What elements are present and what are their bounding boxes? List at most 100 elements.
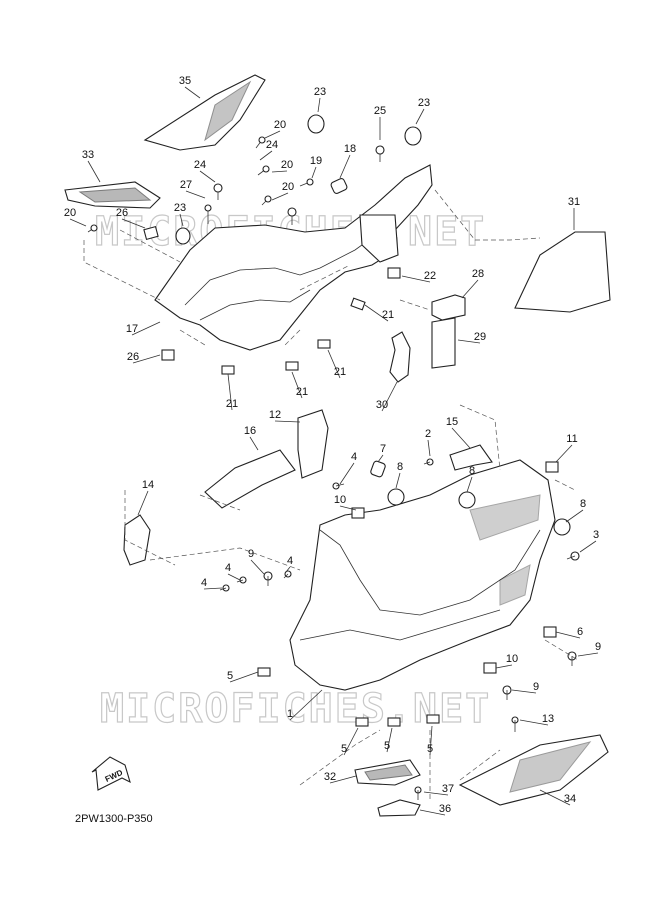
callout-number: 18 — [344, 143, 356, 155]
callout-number: 10 — [506, 653, 518, 665]
callout-4: 4 — [201, 577, 223, 590]
callout-leader — [381, 381, 398, 412]
part-8-grommet-b — [458, 491, 476, 509]
callout-leader — [227, 573, 241, 581]
callout-leader — [565, 509, 584, 523]
callout-leader — [339, 462, 355, 485]
part-1-inner-line — [319, 529, 541, 616]
callout-number: 23 — [174, 202, 186, 214]
callout-leader — [249, 436, 259, 451]
callout-32: 32 — [324, 771, 357, 784]
callout-22: 22 — [401, 270, 436, 283]
callout-number: 19 — [310, 155, 322, 167]
part-12 — [297, 409, 329, 479]
callout-20: 20 — [64, 207, 87, 227]
callout-leader — [311, 166, 317, 179]
callout-number: 29 — [474, 331, 486, 343]
callout-leader — [555, 444, 573, 463]
callout-number: 12 — [269, 409, 281, 421]
callout-leader — [579, 540, 597, 553]
callout-number: 36 — [439, 803, 451, 815]
callout-number: 25 — [374, 105, 386, 117]
callout-leader — [429, 725, 433, 756]
callout-20: 20 — [271, 181, 294, 201]
callout-number: 16 — [244, 425, 256, 437]
callout-28: 28 — [461, 268, 484, 299]
callout-5: 5 — [427, 725, 433, 756]
screws-upper — [87, 136, 385, 233]
callout-leader — [364, 304, 389, 322]
callout-23: 23 — [174, 202, 186, 227]
callout-leader — [227, 373, 233, 411]
callout-number: 3 — [593, 529, 599, 541]
callout-number: 33 — [82, 149, 94, 161]
callout-leader — [87, 160, 101, 183]
callout-number: 5 — [427, 743, 433, 755]
part-30 — [389, 331, 411, 383]
callout-number: 1 — [287, 708, 293, 720]
callout-leader — [419, 809, 446, 816]
callout-27: 27 — [180, 179, 206, 199]
callout-leader — [264, 130, 281, 139]
callout-number: 20 — [282, 181, 294, 193]
part-33-grille — [78, 187, 152, 203]
callout-4: 4 — [339, 451, 357, 485]
callout-leader — [271, 192, 289, 201]
callout-number: 20 — [281, 159, 293, 171]
callout-leader — [137, 490, 149, 516]
callout-leader — [329, 775, 357, 784]
callout-2: 2 — [425, 428, 431, 457]
clips-lower — [257, 461, 559, 727]
callout-leader — [259, 150, 273, 161]
part-18 — [330, 178, 348, 194]
callout-9: 9 — [248, 548, 265, 575]
callout-31: 31 — [568, 196, 580, 230]
callout-leader — [291, 371, 303, 399]
callout-34: 34 — [539, 789, 576, 806]
callout-leader — [289, 689, 323, 721]
callout-number: 14 — [142, 479, 154, 491]
callout-number: 5 — [384, 740, 390, 752]
diagram-code: 2PW1300-P350 — [75, 813, 153, 825]
callout-23: 23 — [314, 86, 326, 113]
part-31 — [514, 231, 611, 313]
callout-21: 21 — [291, 371, 308, 399]
callout-number: 13 — [542, 713, 554, 725]
callout-number: 9 — [595, 641, 601, 653]
callout-20: 20 — [271, 159, 293, 173]
callout-37: 37 — [423, 783, 454, 796]
callout-leader — [229, 671, 259, 683]
callout-5: 5 — [341, 727, 359, 756]
callout-number: 15 — [446, 416, 458, 428]
callout-25: 25 — [374, 105, 386, 140]
callout-8: 8 — [466, 465, 475, 493]
callout-1: 1 — [287, 689, 323, 721]
callout-leader — [461, 279, 479, 299]
callout-5: 5 — [384, 727, 393, 753]
callout-3: 3 — [579, 529, 599, 553]
callout-8: 8 — [565, 498, 586, 523]
part-1-vent-2 — [499, 564, 531, 606]
callout-leader — [386, 727, 393, 753]
callout-leader — [377, 454, 384, 463]
callout-leader — [317, 97, 321, 113]
callout-leader — [327, 349, 341, 379]
callout-number: 21 — [296, 386, 308, 398]
callout-number: 20 — [64, 207, 76, 219]
callout-leader — [395, 472, 401, 489]
part-23-grommet-b — [404, 126, 422, 146]
callout-leader — [271, 170, 288, 173]
leader-dashes-upper — [83, 189, 541, 346]
callout-24: 24 — [259, 139, 278, 161]
callout-number: 5 — [341, 743, 347, 755]
callout-30: 30 — [376, 381, 398, 412]
callout-36: 36 — [419, 803, 451, 816]
callout-leader — [343, 727, 359, 756]
callout-number: 4 — [201, 577, 207, 589]
fasteners-lower — [219, 458, 580, 800]
part-1-floor-line — [299, 609, 501, 641]
callout-17: 17 — [126, 321, 161, 336]
callout-number: 21 — [226, 398, 238, 410]
